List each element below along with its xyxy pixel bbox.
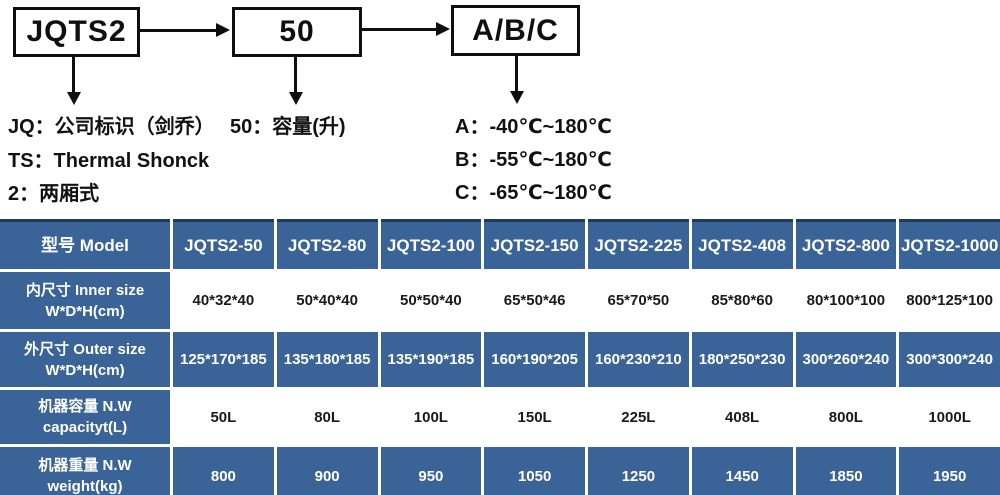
row-label-cell: 机器重量 N.W weight(kg) [0,447,170,495]
column-header-cell: JQTS2-100 [380,219,482,269]
row-label-en: W*D*H(cm) [45,361,125,379]
spec-value-cell: 50*50*40 [380,272,482,329]
spec-value-cell: 50*40*40 [276,272,378,329]
note-company-id: JQ：公司标识（剑乔） [8,116,215,138]
note-temp-grade-c: C：-65℃~180℃ [455,182,612,204]
spec-value-cell: 1950 [899,447,1000,495]
spec-value-cell: 800 [173,447,274,495]
spec-value-cell: 65*70*50 [588,272,689,329]
down-arrowhead-icon [510,91,524,104]
down-arrowhead-icon [67,92,81,105]
spec-value-cell: 160*230*210 [588,332,689,387]
spec-value-cell: 1450 [691,447,793,495]
spec-value-cell: 950 [380,447,482,495]
table-corner-header: 型号 Model [0,219,170,269]
note-two-zone: 2：两厢式 [8,183,100,205]
spec-value-cell: 150L [484,390,585,444]
spec-value-cell: 65*50*46 [484,272,585,329]
spec-value-cell: 800*125*100 [899,272,1000,329]
row-label-zh: 机器容量 N.W [38,398,132,415]
spec-value-cell: 300*300*240 [899,332,1000,387]
note-temp-grade-b: B：-55℃~180℃ [455,149,612,171]
row-label-en: weight(kg) [47,478,123,495]
column-header-cell: JQTS2-80 [276,219,378,269]
spec-value-cell: 40*32*40 [173,272,274,329]
row-label-en: capacityt(L) [42,419,128,436]
spec-value-cell: 135*180*185 [276,332,378,387]
column-header-cell: JQTS2-50 [173,219,274,269]
note-thermal-shock: TS：Thermal Shonck [8,150,210,172]
spec-value-cell: 180*250*230 [691,332,793,387]
right-arrowhead-icon [436,22,450,36]
spec-value-cell: 300*260*240 [795,332,897,387]
right-arrow-icon [362,28,438,31]
spec-value-cell: 900 [276,447,378,495]
note-temp-grade-a: A：-40℃~180℃ [455,116,612,138]
spec-value-cell: 800L [795,390,897,444]
spec-value-cell: 135*190*185 [380,332,482,387]
column-header-cell: JQTS2-800 [795,219,897,269]
spec-value-cell: 50L [173,390,274,444]
spec-value-cell: 1000L [899,390,1000,444]
spec-value-cell: 1850 [795,447,897,495]
column-header-cell: JQTS2-1000 [899,219,1000,269]
model-prefix-box: JQTS2 [13,7,140,57]
down-arrow-icon [294,57,297,93]
note-capacity: 50：容量(升) [230,116,346,138]
row-label-zh: 内尺寸 Inner size [25,281,145,299]
spec-value-cell: 80*100*100 [795,272,897,329]
row-label-zh: 机器重量 N.W [38,457,132,474]
spec-value-cell: 125*170*185 [173,332,274,387]
column-header-cell: JQTS2-150 [484,219,585,269]
row-label-en: W*D*H(cm) [45,302,125,320]
row-label-cell: 机器容量 N.W capacityt(L) [0,390,170,444]
column-header-cell: JQTS2-408 [691,219,793,269]
down-arrow-icon [515,56,518,92]
spec-value-cell: 1050 [484,447,585,495]
spec-value-cell: 408L [691,390,793,444]
capacity-box: 50 [232,7,362,57]
right-arrow-icon [140,29,218,32]
spec-value-cell: 1250 [588,447,689,495]
spec-value-cell: 85*80*60 [691,272,793,329]
down-arrow-icon [72,57,75,93]
down-arrowhead-icon [289,92,303,105]
row-label-zh: 外尺寸 Outer size [24,340,146,358]
spec-value-cell: 225L [588,390,689,444]
temp-grade-box: A/B/C [451,5,580,56]
spec-value-cell: 100L [380,390,482,444]
spec-value-cell: 80L [276,390,378,444]
column-header-cell: JQTS2-225 [588,219,689,269]
right-arrowhead-icon [216,23,230,37]
spec-value-cell: 160*190*205 [484,332,585,387]
